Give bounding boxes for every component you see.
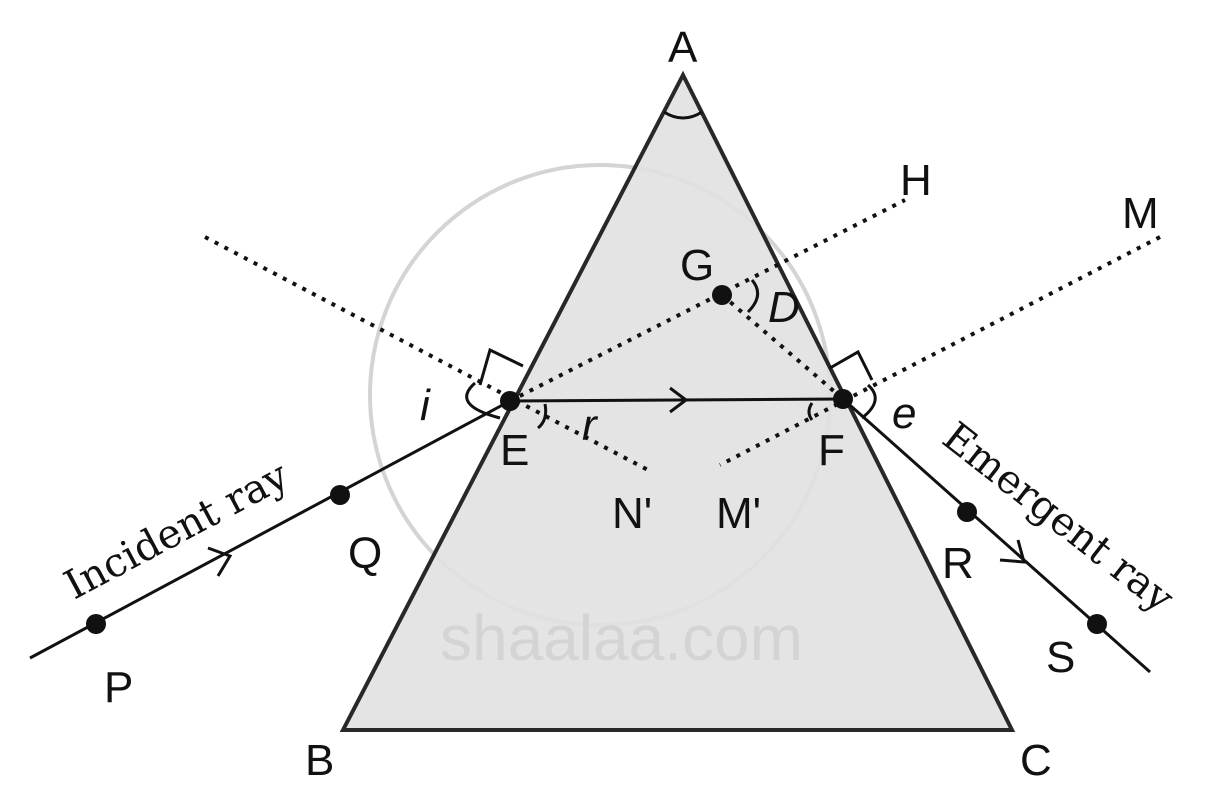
point-G	[712, 285, 732, 305]
label-r: r	[582, 401, 599, 450]
refracted-ray-EF	[509, 397, 844, 403]
right-angle-mark-E	[478, 347, 524, 386]
label-N-prime: N'	[612, 489, 652, 538]
label-C: C	[1020, 736, 1052, 785]
incident-arrow	[207, 546, 233, 577]
incident-extension-EH	[509, 198, 906, 403]
point-E	[500, 391, 520, 411]
emergent-arrow	[999, 539, 1027, 564]
angle-D-arc	[746, 279, 760, 314]
label-B: B	[305, 736, 334, 785]
point-S	[1087, 614, 1107, 634]
angle-e-arc	[861, 383, 877, 420]
label-R: R	[942, 539, 974, 588]
right-angle-mark-F	[829, 349, 874, 381]
point-F	[833, 389, 853, 409]
point-Q	[330, 485, 350, 505]
incident-ray-label: Incident ray	[57, 452, 296, 608]
point-R	[957, 502, 977, 522]
label-A: A	[668, 23, 698, 72]
label-e: e	[892, 389, 916, 438]
label-D: D	[768, 283, 800, 332]
label-i: i	[420, 381, 431, 430]
angle-f-arc	[807, 402, 814, 421]
angle-r-arc	[537, 403, 548, 430]
label-M-prime: M'	[716, 489, 761, 538]
label-G: G	[680, 241, 714, 290]
angle-i-arc	[465, 381, 501, 420]
incident-ray	[29, 399, 511, 660]
point-P	[86, 614, 106, 634]
label-F: F	[818, 426, 845, 475]
refracted-arrow	[669, 386, 689, 414]
label-Q: Q	[348, 529, 382, 578]
watermark-text: shaalaa.com	[440, 602, 803, 674]
label-E: E	[500, 426, 529, 475]
label-P: P	[104, 663, 133, 712]
label-M: M	[1122, 189, 1159, 238]
emergent-extension-GF	[720, 293, 845, 401]
label-S: S	[1046, 633, 1075, 682]
label-H: H	[900, 156, 932, 205]
angle-a-arc	[663, 110, 703, 120]
